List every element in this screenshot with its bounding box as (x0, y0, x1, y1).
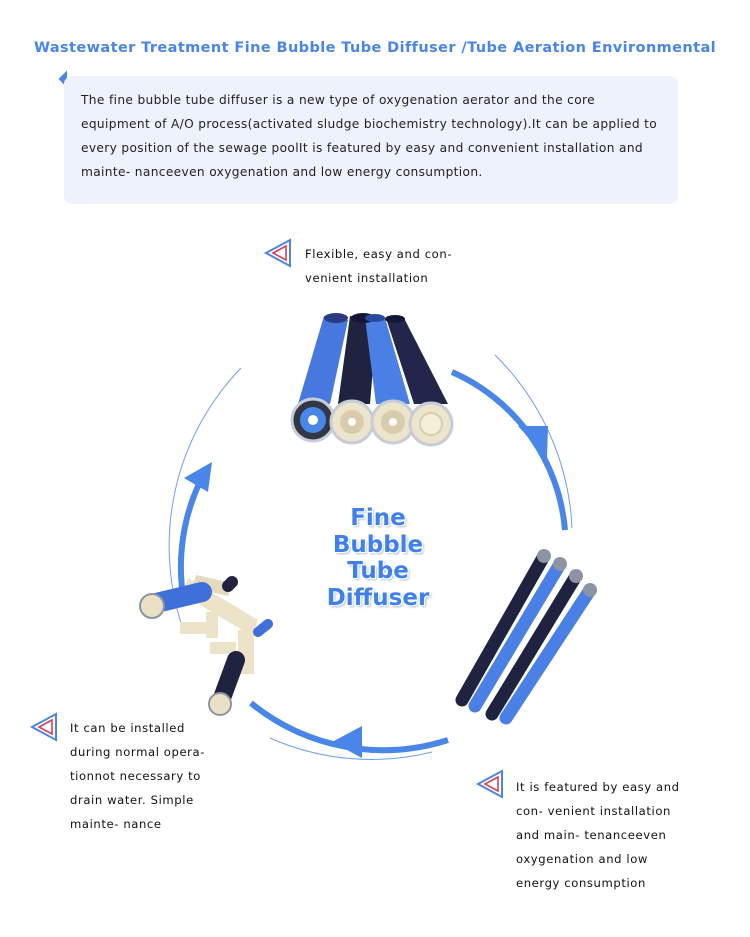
pipe-assembly-left-image (139, 575, 273, 716)
triangle-bullet-icon (475, 769, 503, 799)
center-title-line: Tube (347, 558, 409, 584)
center-title-line: Diffuser (326, 584, 430, 611)
cycle-arrow-icon (184, 462, 212, 492)
note-line: con- venient installation (516, 804, 671, 818)
note-line: Flexible, easy and con- (305, 247, 453, 261)
note-top: Flexible, easy and con- venient installa… (305, 242, 452, 290)
thin-arc-bottom (269, 737, 433, 760)
thin-arc-right (494, 354, 573, 529)
note-line: It can be installed (70, 721, 185, 735)
triangle-bullet-icon (29, 712, 57, 742)
page-title: Wastewater Treatment Fine Bubble Tube Di… (33, 40, 717, 56)
cycle-arrow-icon (518, 426, 548, 458)
note-line: mainte- nance (70, 817, 162, 831)
note-line: venient installation (305, 271, 429, 285)
center-title-line: Fine (350, 505, 406, 531)
center-title-line: Bubble (332, 531, 424, 558)
note-line: during normal opera- (70, 745, 206, 759)
note-line: drain water. Simple (70, 793, 194, 807)
note-line: energy consumption (516, 876, 646, 890)
tube-diffusers-right-image (455, 549, 597, 725)
intro-box: The fine bubble tube diffuser is a new t… (64, 76, 678, 204)
note-right: It is featured by easy and con- venient … (516, 775, 680, 895)
end-cap (370, 399, 416, 445)
note-left: It can be installed during normal opera-… (70, 716, 205, 836)
center-title: Fine Bubble Tube Diffuser (300, 505, 456, 611)
end-cap (329, 399, 375, 445)
intro-text: The fine bubble tube diffuser is a new t… (81, 93, 658, 179)
end-cap (290, 397, 336, 443)
note-line: It is featured by easy and (516, 780, 680, 794)
note-line: and main- tenanceeven (516, 828, 667, 842)
note-line: tionnot necessary to (70, 769, 202, 783)
thick-arc-upper-right (450, 369, 568, 531)
triangle-bullet-icon (263, 238, 291, 268)
tube-diffusers-top-image (290, 313, 454, 447)
note-line: oxygenation and low (516, 852, 648, 866)
cycle-arrow-icon (332, 726, 362, 758)
end-cap (408, 401, 454, 447)
